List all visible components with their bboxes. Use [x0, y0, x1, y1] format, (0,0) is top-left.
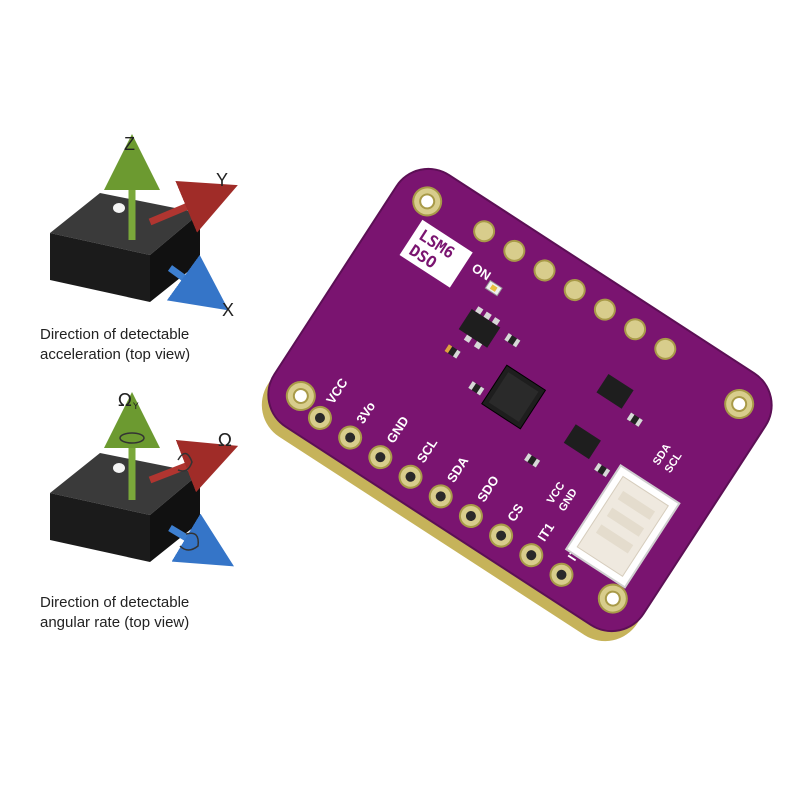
gyro-caption-line1: Direction of detectable: [40, 594, 190, 611]
top-pads: [473, 220, 677, 360]
accel-diagram: Z Y X: [50, 134, 238, 320]
mounting-holes: [285, 186, 755, 614]
chip-label-box: [399, 219, 473, 288]
accel-caption-line2: acceleration (top view): [40, 346, 191, 363]
accel-y-arrow: [148, 181, 238, 233]
gyro-y-rotation-icon: [119, 432, 145, 444]
gyro-z-rotation-icon: [179, 532, 199, 551]
gyro-x-arrow: [148, 439, 239, 493]
accel-caption: Direction of detectable acceleration (to…: [40, 325, 280, 365]
regulator-chip: [458, 306, 501, 350]
accel-caption-line1: Direction of detectable: [40, 326, 190, 343]
passive-components: [444, 333, 643, 478]
level-shifter-chips: [563, 373, 634, 460]
power-led: [484, 279, 503, 297]
gyro-omega-x-label: Ω: [218, 430, 232, 451]
accel-x-arrow: [166, 254, 229, 311]
gyro-z-arrow: [168, 513, 235, 567]
imu-chip: [481, 364, 547, 430]
gyro-diagram: Ω Y Ω: [50, 390, 239, 567]
gyro-omega-y-label: Ω: [118, 390, 132, 411]
accel-z-label: Z: [124, 134, 135, 154]
jst-connector: [564, 463, 681, 589]
accel-chip-icon: [50, 193, 200, 302]
breakout-board: LSM6 DSO ON VCC 3Vo GND SCL SDA SDO CS I…: [261, 167, 773, 642]
gyro-caption: Direction of detectable angular rate (to…: [40, 593, 280, 633]
gyro-x-rotation-icon: [177, 452, 193, 472]
header-pads: [307, 405, 574, 587]
accel-x-label: X: [222, 300, 234, 320]
gyro-caption-line2: angular rate (top view): [40, 614, 190, 631]
accel-y-label: Y: [216, 170, 228, 190]
gyro-omega-y-subscript: Y: [132, 402, 139, 412]
